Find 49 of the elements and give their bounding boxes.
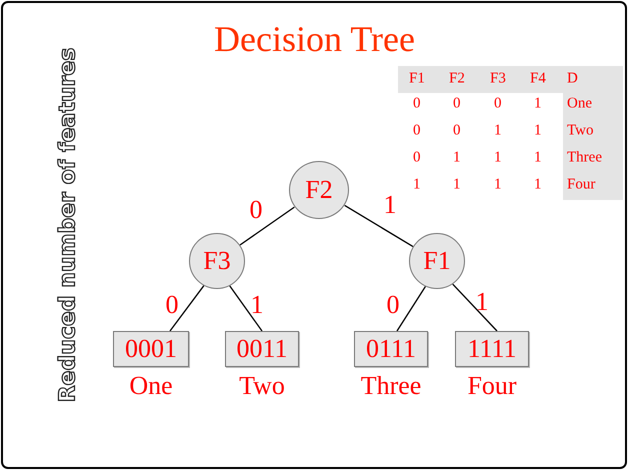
- table-value: 1: [413, 178, 420, 192]
- table-value: 1: [494, 178, 502, 192]
- tree-branch-line: [169, 285, 204, 332]
- feature-node: F3: [189, 233, 245, 289]
- table-header: F3: [490, 72, 506, 86]
- class-label: Three: [360, 371, 422, 401]
- branch-value-label: 1: [384, 192, 396, 218]
- leaf-code: 0011: [225, 331, 299, 367]
- class-label: One: [129, 371, 173, 401]
- tree-branch-line: [240, 206, 295, 246]
- table-value: 0: [453, 124, 460, 138]
- table-value: 1: [494, 124, 502, 138]
- table-header: F1: [409, 72, 425, 86]
- branch-value-label: 0: [166, 292, 178, 318]
- table-header: F2: [449, 72, 465, 86]
- axis-side-label: Reduced number of features: [56, 48, 80, 402]
- feature-node: F1: [409, 233, 465, 289]
- table-value: 0: [413, 96, 420, 112]
- branch-value-label: 1: [476, 289, 488, 315]
- table-value: 0: [494, 96, 502, 112]
- branch-value-label: 0: [386, 292, 400, 318]
- leaf-code: 0001: [113, 331, 189, 367]
- table-value: 0: [413, 124, 420, 138]
- table-value: 1: [534, 124, 542, 138]
- table-value: 1: [453, 178, 460, 192]
- table-value: Four: [567, 178, 596, 192]
- table-value: 1: [453, 150, 460, 166]
- tree-branch-line: [452, 284, 498, 332]
- table-value: One: [567, 96, 592, 112]
- branch-value-label: 0: [250, 197, 262, 223]
- leaf-code: 1111: [455, 331, 529, 367]
- table-value: 1: [534, 96, 542, 112]
- table-value: 1: [534, 178, 542, 192]
- class-label: Four: [467, 371, 517, 401]
- table-value: 1: [494, 150, 502, 166]
- leaf-code: 0111: [354, 331, 428, 367]
- tree-branch-line: [396, 286, 426, 332]
- tree-branch-line: [344, 204, 414, 248]
- feature-node: F2: [289, 161, 349, 219]
- branch-value-label: 1: [250, 292, 264, 318]
- table-value: Three: [567, 150, 602, 166]
- class-label: Two: [239, 371, 285, 401]
- table-value: 0: [413, 150, 420, 166]
- table-value: Two: [567, 124, 594, 138]
- tree-branch-line: [229, 286, 263, 332]
- table-value: 0: [453, 96, 460, 112]
- table-header: F4: [530, 72, 546, 86]
- table-value: 1: [534, 150, 542, 166]
- table-header: D: [567, 72, 578, 86]
